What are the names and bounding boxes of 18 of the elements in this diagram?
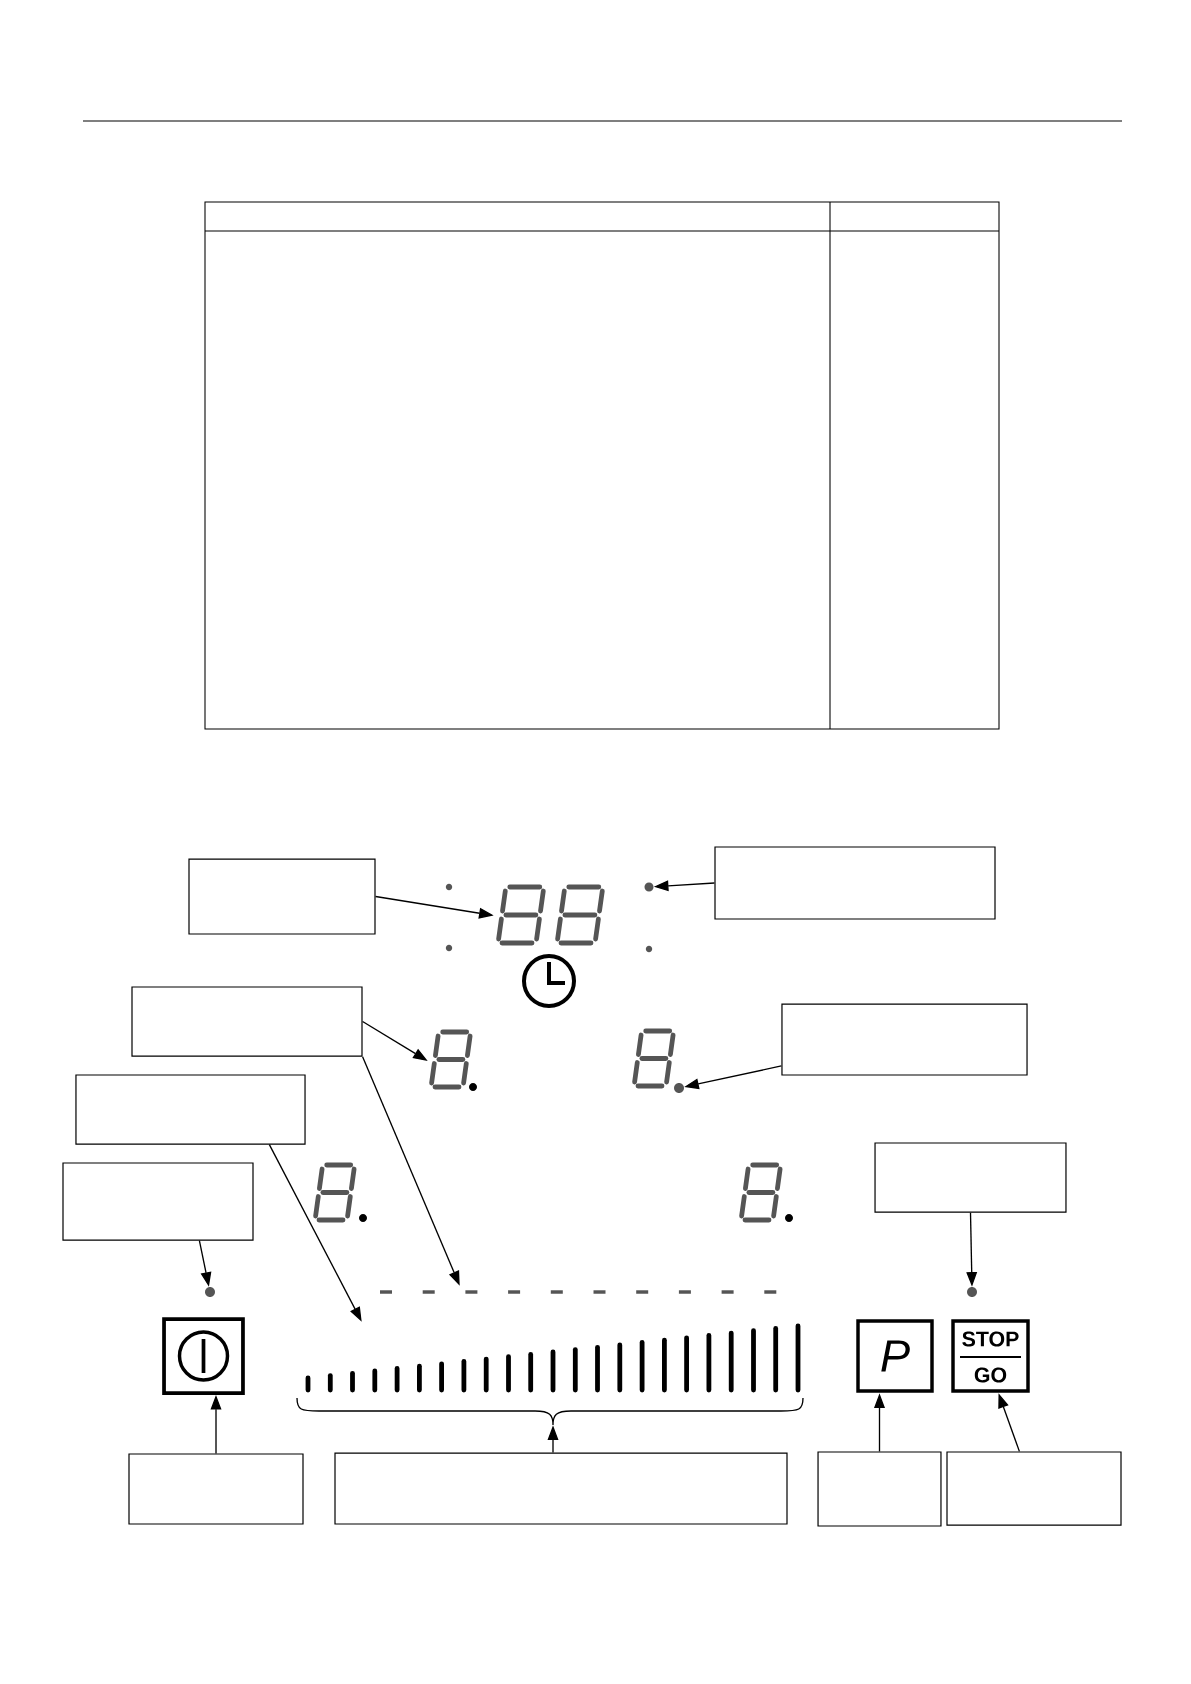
callout-box [62, 1162, 254, 1241]
power-button [162, 1317, 245, 1395]
callout-box [817, 1451, 942, 1527]
callout-box [128, 1453, 304, 1525]
callout-box [334, 1452, 788, 1525]
callout-box [188, 858, 376, 935]
callout-box [714, 846, 996, 920]
digit-display [496, 884, 605, 946]
level-dashes [380, 1290, 777, 1294]
callout-box [75, 1074, 306, 1145]
callout-box [131, 986, 363, 1057]
callout-box [874, 1142, 1067, 1213]
program-button: P [856, 1319, 934, 1393]
callout-box [946, 1451, 1122, 1526]
digit-display [429, 1029, 477, 1091]
stop-go-button: STOP GO [951, 1319, 1030, 1393]
slider-bars [296, 1323, 804, 1426]
callout-box [781, 1003, 1028, 1076]
